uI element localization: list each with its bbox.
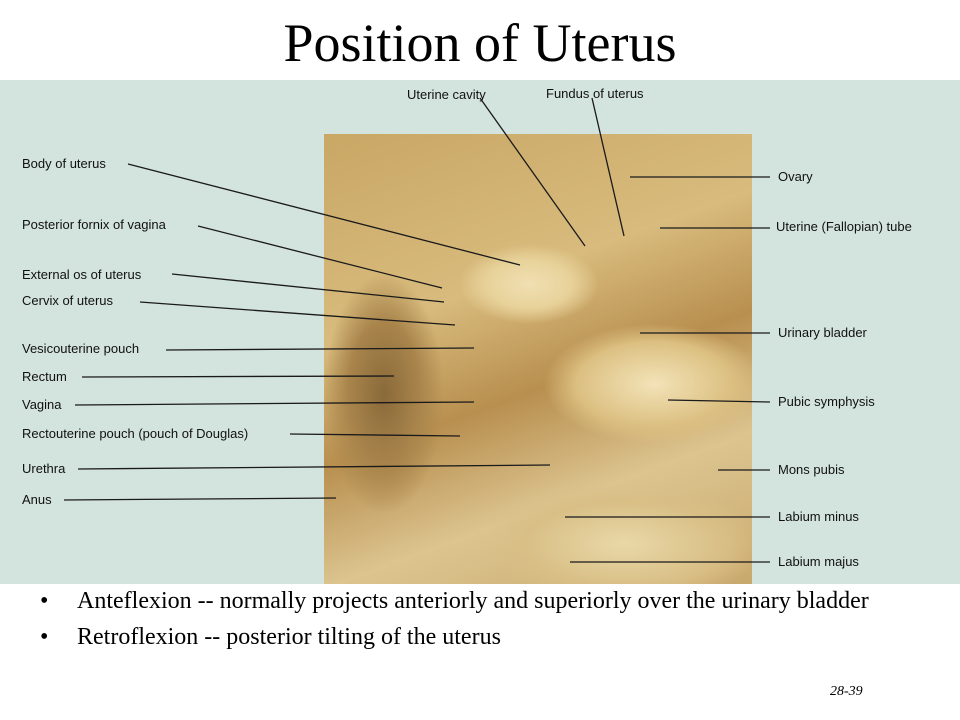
label-body-of-uterus: Body of uterus	[22, 156, 106, 171]
slide-title: Position of Uterus	[283, 13, 677, 73]
label-anus: Anus	[22, 492, 52, 507]
bullet-text-retroflexion: Retroflexion -- posterior tilting of the…	[77, 624, 501, 650]
label-urinary-bladder: Urinary bladder	[778, 325, 867, 340]
leader-rectouterine	[289, 433, 461, 437]
bullet-item: • Anteflexion -- normally projects anter…	[40, 588, 920, 614]
bullet-text-anteflexion: Anteflexion -- normally projects anterio…	[77, 588, 869, 614]
page-number: 28-39	[830, 684, 863, 699]
anatomy-figure-panel	[0, 80, 960, 584]
leader-body-of-uterus	[127, 163, 521, 266]
label-mons-pubis: Mons pubis	[778, 462, 845, 477]
leader-posterior-fornix	[197, 225, 443, 289]
leader-lines	[63, 97, 771, 563]
bullet-glyph: •	[40, 624, 49, 650]
leader-vagina	[74, 401, 475, 406]
leader-external-os	[171, 273, 445, 303]
label-fallopian-tube: Uterine (Fallopian) tube	[776, 219, 912, 234]
leader-rectum	[81, 375, 395, 378]
label-urethra: Urethra	[22, 461, 66, 476]
leader-anus	[63, 497, 337, 501]
label-rectouterine: Rectouterine pouch (pouch of Douglas)	[22, 426, 249, 441]
label-ovary: Ovary	[778, 169, 813, 184]
figure-labels: Uterine cavity Fundus of uterus Body of …	[0, 80, 960, 584]
bullet-item: • Retroflexion -- posterior tilting of t…	[40, 624, 920, 650]
leader-fundus	[591, 97, 625, 237]
bullet-list: • Anteflexion -- normally projects anter…	[40, 588, 920, 660]
label-posterior-fornix: Posterior fornix of vagina	[22, 217, 166, 232]
label-vagina: Vagina	[22, 397, 62, 412]
label-pubic-symphysis: Pubic symphysis	[778, 394, 875, 409]
leader-uterine-cavity	[479, 97, 586, 247]
bullet-glyph: •	[40, 588, 49, 614]
leader-urethra	[77, 464, 551, 470]
leader-vesicouterine	[165, 347, 475, 351]
label-uterine-cavity: Uterine cavity	[407, 87, 486, 102]
label-vesicouterine: Vesicouterine pouch	[22, 341, 140, 356]
label-rectum: Rectum	[22, 369, 67, 384]
leader-cervix	[139, 301, 456, 326]
label-fundus-of-uterus: Fundus of uterus	[546, 86, 644, 101]
label-cervix: Cervix of uterus	[22, 293, 114, 308]
label-labium-minus: Labium minus	[778, 509, 859, 524]
label-external-os: External os of uterus	[22, 267, 142, 282]
label-labium-majus: Labium majus	[778, 554, 859, 569]
sagittal-section-photo	[324, 134, 752, 584]
leader-pubic-symphysis	[667, 399, 771, 403]
